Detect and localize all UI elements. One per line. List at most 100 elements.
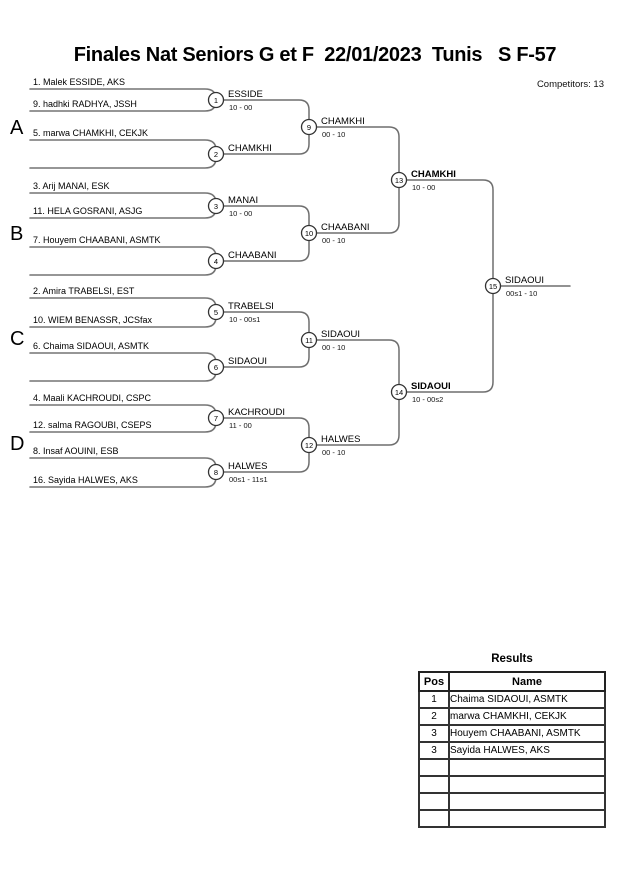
seed-line-3 — [29, 139, 217, 155]
match-circle-9 — [300, 118, 318, 136]
connector-m12 — [308, 391, 400, 446]
match-number-14: 14 — [395, 388, 403, 397]
match-number-4: 4 — [214, 257, 218, 266]
winner-m8: HALWES — [228, 461, 267, 472]
match-circle-3 — [207, 197, 225, 215]
seed-name-15: 8. Insaf AOUINI, ESB — [33, 446, 119, 456]
winner-m6: SIDAOUI — [228, 356, 267, 367]
match-circle-13 — [390, 171, 408, 189]
seed-name-1: 1. Malek ESSIDE, AKS — [33, 77, 125, 87]
match-number-11: 11 — [305, 336, 313, 345]
match-number-13: 13 — [395, 176, 403, 185]
score-m12: 00 - 10 — [322, 448, 345, 457]
seed-line-15 — [29, 457, 217, 473]
match-circle-2 — [207, 145, 225, 163]
winner-m10: CHAABANI — [321, 222, 370, 233]
result-name: Chaima SIDAOUI, ASMTK — [448, 690, 606, 709]
table-row — [418, 758, 606, 777]
match-circle-6 — [207, 358, 225, 376]
result-pos — [418, 809, 450, 828]
score-m11: 00 - 10 — [322, 343, 345, 352]
results-header-pos: Pos — [418, 671, 450, 692]
seed-line-7 — [29, 246, 217, 262]
connector-m13 — [398, 179, 494, 287]
seed-line-11 — [29, 352, 217, 368]
winner-m3: MANAI — [228, 195, 258, 206]
score-m8: 00s1 - 11s1 — [229, 475, 268, 484]
match-number-10: 10 — [305, 229, 313, 238]
match-circle-11 — [300, 331, 318, 349]
result-pos: 2 — [418, 707, 450, 726]
score-m3: 10 - 00 — [229, 209, 252, 218]
connector-m7 — [215, 417, 310, 446]
match-circle-5 — [207, 303, 225, 321]
pool-label-c: C — [10, 328, 24, 350]
seed-name-2: 9. hadhki RADHYA, JSSH — [33, 99, 137, 109]
connector-m5 — [215, 311, 310, 341]
match-number-12: 12 — [305, 441, 313, 450]
winner-m1: ESSIDE — [228, 89, 263, 100]
match-circle-10 — [300, 224, 318, 242]
match-number-8: 8 — [214, 468, 218, 477]
result-pos — [418, 775, 450, 794]
seed-name-9: 2. Amira TRABELSI, EST — [33, 286, 135, 296]
match-circle-12 — [300, 436, 318, 454]
seed-name-14: 12. salma RAGOUBI, CSEPS — [33, 420, 152, 430]
seed-name-3: 5. marwa CHAMKHI, CEKJK — [33, 128, 148, 138]
score-m5: 10 - 00s1 — [229, 315, 260, 324]
winner-m14: SIDAOUI — [411, 381, 451, 392]
connector-m3 — [215, 205, 310, 234]
score-m15: 00s1 - 10 — [506, 289, 537, 298]
match-circle-1 — [207, 91, 225, 109]
page-title: Finales Nat Seniors G et F 22/01/2023 Tu… — [73, 44, 557, 66]
seed-name-10: 10. WIEM BENASSR, JCSfax — [33, 315, 153, 325]
seed-line-12 — [29, 366, 217, 382]
match-number-5: 5 — [214, 308, 218, 317]
results-table: Pos Name 1 Chaima SIDAOUI, ASMTK 2 marwa… — [418, 671, 606, 828]
winner-m12: HALWES — [321, 434, 360, 445]
competitors-count: Competitors: 13 — [536, 79, 604, 90]
match-circle-4 — [207, 252, 225, 270]
score-m1: 10 - 00 — [229, 103, 252, 112]
match-number-3: 3 — [214, 202, 218, 211]
result-name — [448, 758, 606, 777]
connector-m9 — [308, 126, 400, 181]
winner-m5: TRABELSI — [228, 301, 274, 312]
connector-m1 — [215, 99, 310, 128]
match-number-2: 2 — [214, 150, 218, 159]
result-pos: 3 — [418, 741, 450, 760]
connector-m14 — [398, 285, 494, 393]
table-row — [418, 792, 606, 811]
connector-m6 — [215, 339, 310, 368]
match-circle-15 — [484, 277, 502, 295]
winner-m15: SIDAOUI — [505, 275, 544, 286]
seed-line-9 — [29, 297, 217, 313]
seed-name-7: 7. Houyem CHAABANI, ASMTK — [33, 235, 161, 245]
result-name — [448, 792, 606, 811]
bracket-diagram: 1 2 3 4 5 6 7 8 9 10 11 12 13 14 15 A B … — [10, 77, 571, 488]
score-m13: 10 - 00 — [412, 183, 435, 192]
match-number-1: 1 — [214, 96, 218, 105]
seed-line-8 — [29, 260, 217, 276]
result-name: Sayida HALWES, AKS — [448, 741, 606, 760]
seed-name-13: 4. Maali KACHROUDI, CSPC — [33, 393, 152, 403]
match-number-15: 15 — [489, 282, 497, 291]
winner-m9: CHAMKHI — [321, 116, 365, 127]
table-row: 3 Houyem CHAABANI, ASMTK — [418, 724, 606, 743]
table-row: 1 Chaima SIDAOUI, ASMTK — [418, 690, 606, 709]
seed-line-13 — [29, 404, 217, 419]
seed-line-4 — [29, 153, 217, 169]
result-name: Houyem CHAABANI, ASMTK — [448, 724, 606, 743]
winner-m4: CHAABANI — [228, 250, 277, 261]
match-number-7: 7 — [214, 414, 218, 423]
match-number-6: 6 — [214, 363, 218, 372]
result-name: marwa CHAMKHI, CEKJK — [448, 707, 606, 726]
connector-m4 — [215, 232, 310, 262]
score-m10: 00 - 10 — [322, 236, 345, 245]
result-pos: 3 — [418, 724, 450, 743]
connector-m10 — [308, 179, 400, 234]
score-m14: 10 - 00s2 — [412, 395, 443, 404]
result-name — [448, 775, 606, 794]
pool-label-b: B — [10, 223, 23, 245]
seed-name-6: 11. HELA GOSRANI, ASJG — [33, 206, 142, 216]
